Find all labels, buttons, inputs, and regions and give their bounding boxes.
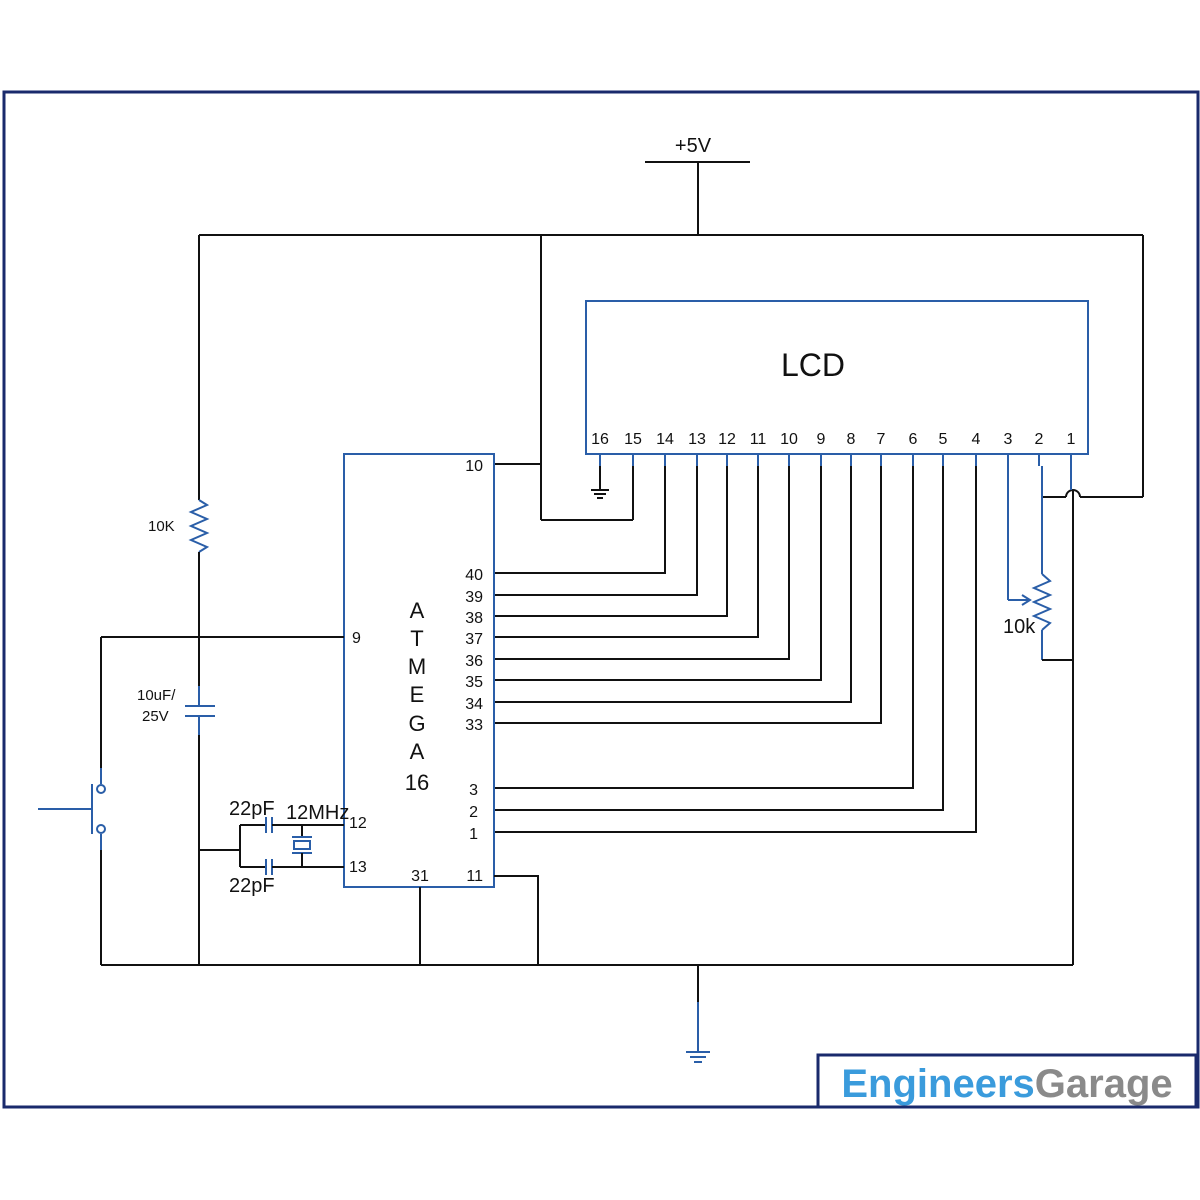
lcd-module [585,300,1089,455]
mcu-pin-38: 38 [465,610,483,627]
supply-label: +5V [675,135,712,157]
pot-label: 10k [1003,616,1036,638]
mcu-pin-35: 35 [465,674,483,691]
wire-40-lcd14 [494,466,666,574]
lcd-pin-stubs [599,454,1072,466]
wire-35-lcd9 [494,466,822,681]
logo-text: EngineersGarage [841,1062,1172,1106]
mcu-pin-39: 39 [465,589,483,606]
lcd-ground-symbol [591,466,609,499]
crystal-12mhz [292,825,312,867]
lcd-pin-13: 13 [688,431,706,448]
mcu-pin-40: 40 [465,567,483,584]
lcd-pin-6: 6 [909,431,918,448]
mcu-pin-13: 13 [349,859,367,876]
wire-2-lcd5 [494,466,944,811]
mcu-pin-34: 34 [465,696,483,713]
mcu-letter-6: A [410,739,425,764]
lcd-pin-9: 9 [817,431,826,448]
lcd-pin-2: 2 [1035,431,1044,448]
mcu-pin-11: 11 [466,868,483,885]
logo-part-2: Garage [1035,1062,1173,1106]
mcu-pin-3: 3 [469,782,478,799]
lcd-pin-labels: 16 15 14 13 12 11 10 9 8 7 6 5 4 3 2 1 [591,431,1075,448]
lcd-pin-7: 7 [877,431,886,448]
crystal-cap-bottom [240,859,344,875]
frame [2,90,1200,1109]
logo-box [816,1053,1198,1109]
mcu-letter-3: M [408,654,426,679]
lcd-pin-16: 16 [591,431,609,448]
mcu-pin-1: 1 [469,826,478,843]
main-ground-symbol [686,965,710,1063]
mcu-letter-7: 16 [405,770,429,795]
reset-cap-label-1: 10uF/ [137,687,176,704]
wire-37-lcd11 [494,466,759,638]
lcd-pin-5: 5 [939,431,948,448]
lcd-pin-15: 15 [624,431,642,448]
pullup-resistor-label: 10K [148,518,175,535]
wire-38-lcd12 [494,466,728,617]
lcd-pin-4: 4 [972,431,981,448]
reset-push-button [38,768,106,850]
mcu-pin-9: 9 [352,630,361,647]
wire-1-lcd4 [494,466,977,833]
lcd-pin-10: 10 [780,431,798,448]
crystal-cap-bottom-label: 22pF [229,875,275,897]
mcu-letter-1: A [410,598,425,623]
reset-cap-label-2: 25V [142,708,169,725]
data-bus-wires [494,466,977,833]
wire-3-lcd6 [494,466,914,789]
lcd-pin-3: 3 [1004,431,1013,448]
atmega16-chip [343,453,495,888]
logo-part-1: Engineers [841,1062,1034,1106]
mcu-name-letters: A T M E G A 16 [405,598,429,795]
pin11-wire [494,875,539,965]
lcd-pin-12: 12 [718,431,736,448]
lcd-pin-11: 11 [750,431,767,448]
crystal-cap-top-label: 22pF [229,798,275,820]
reset-capacitor [185,686,215,735]
mcu-letter-2: T [410,626,423,651]
mcu-pin-labels: 10 40 39 38 37 36 35 34 33 3 2 1 9 12 13… [349,458,483,885]
wire-34-lcd8 [494,466,852,703]
crystal-label: 12MHz [286,802,349,824]
mcu-letter-5: G [408,711,425,736]
lcd-pin-14: 14 [656,431,674,448]
mcu-pin-31: 31 [411,868,429,885]
mcu-letter-4: E [410,682,425,707]
lcd-pin-1: 1 [1067,431,1076,448]
crystal-cap-top [240,817,344,833]
wire-36-lcd10 [494,466,790,660]
mcu-pin-33: 33 [465,717,483,734]
lcd-label: LCD [781,347,845,383]
mcu-pin-12: 12 [349,815,367,832]
lcd-pin-8: 8 [847,431,856,448]
pullup-resistor [188,499,210,553]
mcu-pin-37: 37 [465,631,483,648]
wire-39-lcd13 [494,466,698,596]
mcu-pin-2: 2 [469,804,478,821]
contrast-potentiometer [1007,466,1074,965]
mcu-pin-36: 36 [465,653,483,670]
wire-33-lcd7 [494,466,882,724]
mcu-pin-10: 10 [465,458,483,475]
